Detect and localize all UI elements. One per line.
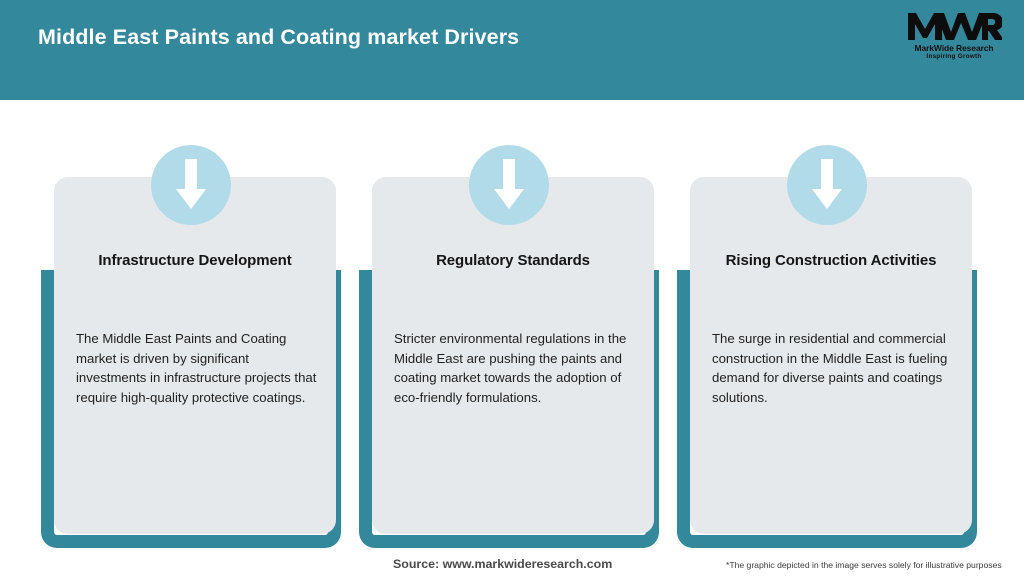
card-panel: Regulatory Standards Stricter environmen…	[372, 177, 654, 534]
down-arrow-badge	[787, 145, 867, 225]
brand-logo: MarkWide Research Inspiring Growth	[902, 10, 1006, 66]
card-title: Infrastructure Development	[98, 252, 292, 269]
card-body-text: Stricter environmental regulations in th…	[394, 331, 627, 405]
page-title: Middle East Paints and Coating market Dr…	[38, 25, 520, 49]
driver-card-3: Rising Construction Activities The surge…	[677, 100, 977, 548]
card-body-text: The Middle East Paints and Coating marke…	[76, 331, 317, 405]
footer-disclaimer: *The graphic depicted in the image serve…	[726, 560, 1002, 570]
card-panel: Infrastructure Development The Middle Ea…	[54, 177, 336, 534]
down-arrow-badge	[469, 145, 549, 225]
driver-card-2: Regulatory Standards Stricter environmen…	[359, 100, 659, 548]
card-panel: Rising Construction Activities The surge…	[690, 177, 972, 534]
footer-source-label: Source: www.markwideresearch.com	[393, 557, 613, 571]
down-arrow-icon	[176, 159, 206, 209]
logo-company-name: MarkWide Research	[914, 43, 994, 53]
card-title: Rising Construction Activities	[725, 252, 937, 269]
driver-cards-row: Infrastructure Development The Middle Ea…	[0, 100, 1024, 548]
logo-tagline: Inspiring Growth	[926, 53, 982, 60]
header-bar: Middle East Paints and Coating market Dr…	[0, 0, 1024, 100]
down-arrow-badge	[151, 145, 231, 225]
driver-card-1: Infrastructure Development The Middle Ea…	[41, 100, 341, 548]
card-title: Regulatory Standards	[436, 252, 590, 269]
down-arrow-icon	[812, 159, 842, 209]
down-arrow-icon	[494, 159, 524, 209]
card-body-text: The surge in residential and commercial …	[712, 331, 948, 405]
mwr-logo-icon	[908, 13, 1002, 40]
